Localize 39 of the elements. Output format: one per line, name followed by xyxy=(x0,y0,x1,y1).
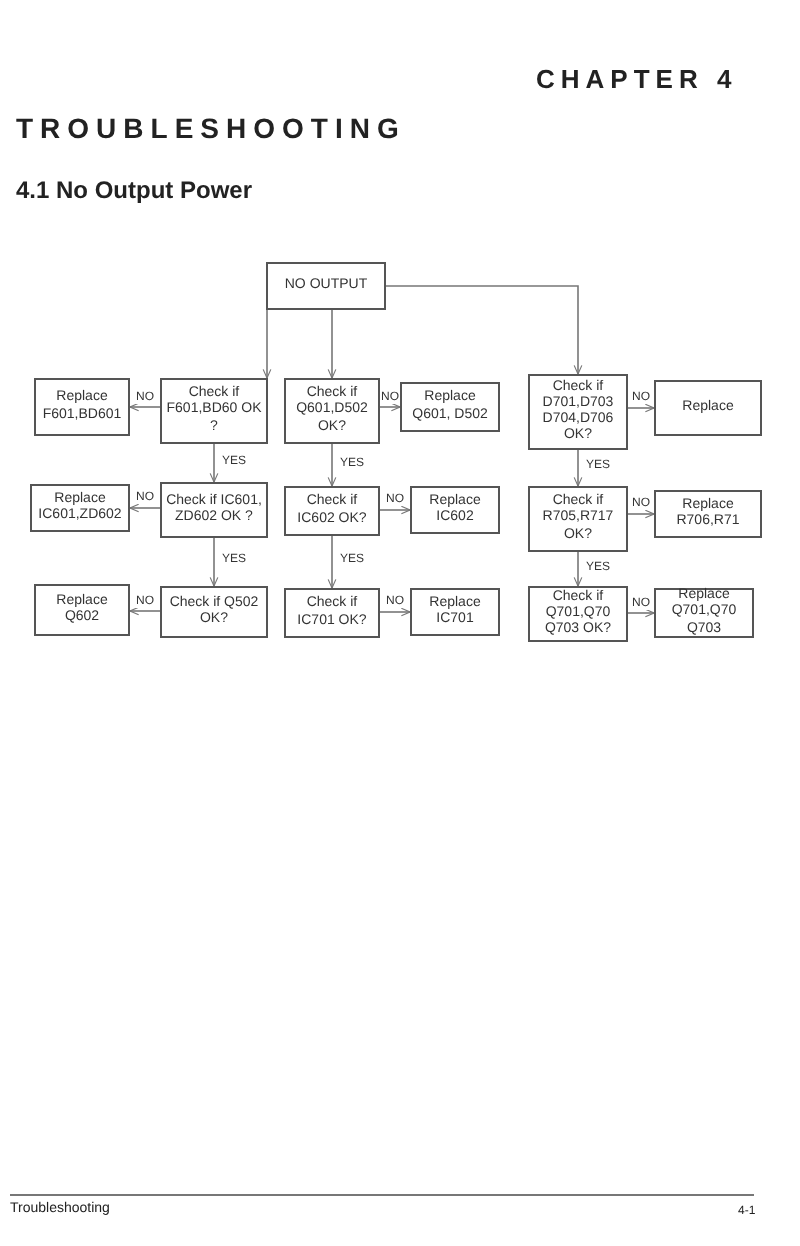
arrow xyxy=(627,403,655,413)
process-box xyxy=(284,378,380,444)
process-box xyxy=(34,584,130,636)
arrow xyxy=(627,509,655,519)
page-heading: TROUBLESHOOTING xyxy=(16,112,406,144)
process-box xyxy=(266,262,386,310)
process-box xyxy=(284,588,380,638)
arrow xyxy=(627,608,655,618)
arrow xyxy=(327,535,337,589)
arrow xyxy=(573,551,583,587)
arrow xyxy=(209,443,219,483)
arrow xyxy=(327,443,337,487)
process-box xyxy=(160,586,268,638)
arrow xyxy=(129,606,161,616)
arrow xyxy=(379,402,401,412)
process-box xyxy=(410,588,500,636)
section-title: 4.1 No Output Power xyxy=(16,176,253,204)
arrow xyxy=(327,309,337,379)
process-box xyxy=(30,484,130,532)
process-box xyxy=(400,382,500,432)
arrow xyxy=(129,402,161,412)
process-box xyxy=(654,380,762,436)
arrow xyxy=(379,505,411,515)
arrow xyxy=(209,537,219,587)
arrow xyxy=(379,607,411,617)
page-heading: CHAPTER 4 xyxy=(536,64,738,94)
process-box xyxy=(160,482,268,538)
process-box xyxy=(654,490,762,538)
process-box xyxy=(410,486,500,534)
arrow xyxy=(573,449,583,487)
process-box xyxy=(284,486,380,536)
process-box xyxy=(528,374,628,450)
process-box xyxy=(34,378,130,436)
arrow xyxy=(129,503,161,513)
process-box xyxy=(528,586,628,642)
process-box xyxy=(528,486,628,552)
arrow xyxy=(385,285,583,375)
process-box xyxy=(654,588,754,638)
arrow xyxy=(262,309,272,379)
